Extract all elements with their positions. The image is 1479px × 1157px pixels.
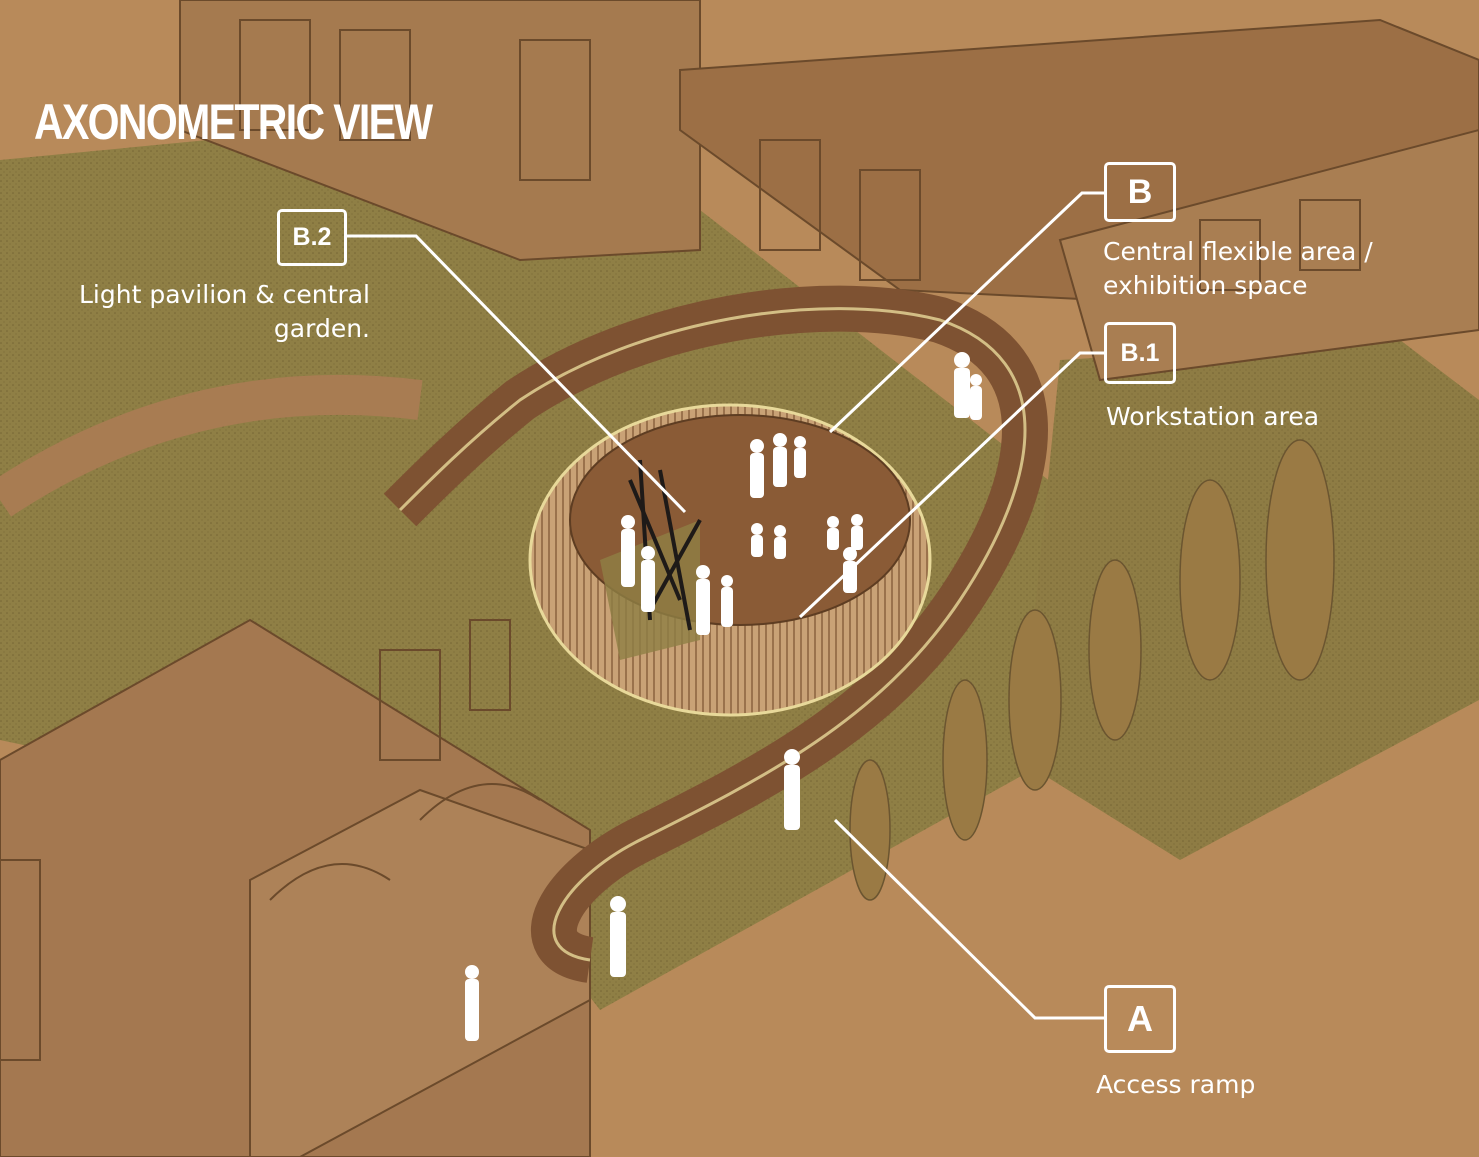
label-box-b: B	[1104, 162, 1176, 222]
leader-b1	[798, 351, 1105, 619]
label-box-b2: B.2	[277, 209, 347, 266]
leader-b2	[346, 234, 687, 514]
building-windows	[239, 19, 1361, 291]
caption-b1: Workstation area	[1106, 402, 1320, 431]
leader-a	[833, 818, 1105, 1020]
label-box-a: A	[1104, 985, 1176, 1053]
arcade-arches	[0, 619, 541, 1061]
caption-b-line1: Central flexible area /	[1103, 237, 1373, 266]
caption-b2-line1: Light pavilion & central	[78, 280, 370, 309]
caption-b2-line2: garden.	[273, 314, 370, 343]
cypress-trees	[849, 439, 1335, 901]
leader-lines	[346, 191, 1105, 1020]
label-box-b1: B.1	[1104, 322, 1176, 384]
building-east	[1058, 128, 1479, 382]
caption-a: Access ramp	[1096, 1070, 1256, 1099]
leader-b	[828, 191, 1105, 434]
building-arcade	[249, 788, 591, 1157]
lawn-east-texture	[1020, 340, 1479, 860]
drawing-title: AXONOMETRIC VIEW	[34, 94, 433, 150]
people-silhouettes	[465, 352, 982, 1041]
garden-path	[0, 374, 423, 517]
caption-b-line2: exhibition space	[1103, 271, 1308, 300]
ramp-light-strip	[398, 307, 1027, 962]
